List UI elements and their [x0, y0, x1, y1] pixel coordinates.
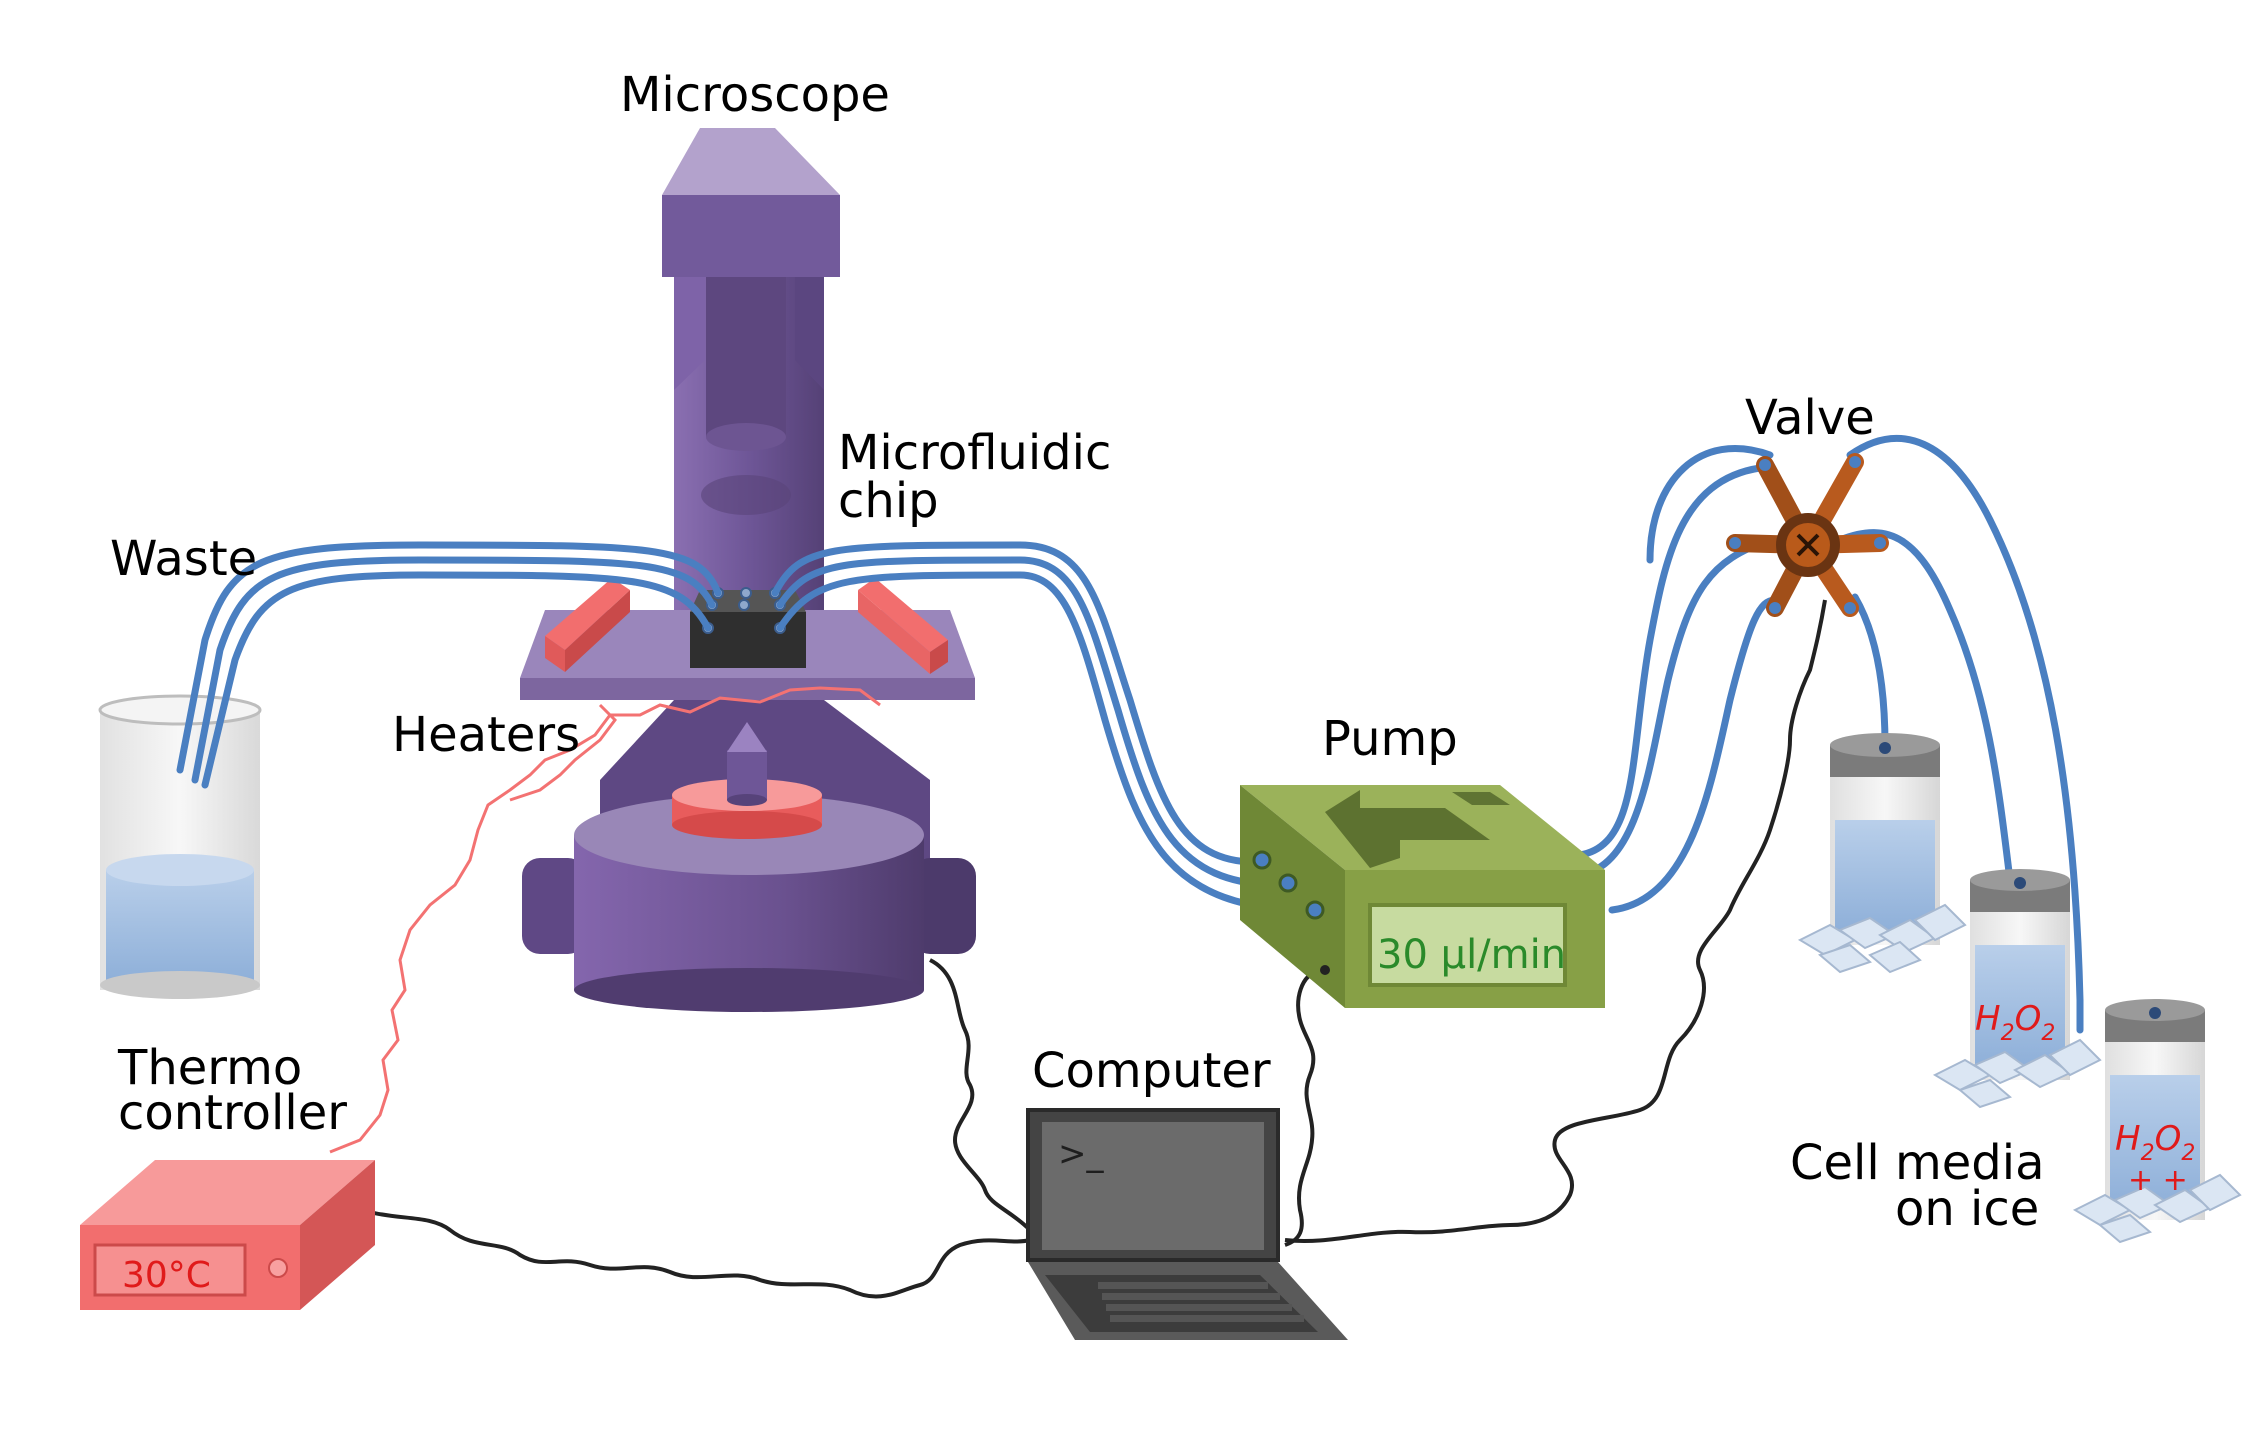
- label-pump: Pump: [1322, 711, 1458, 767]
- tubing: [176, 435, 2084, 1034]
- valve: [1726, 453, 1889, 617]
- data-wires: [369, 599, 1827, 1299]
- label-microscope: Microscope: [620, 67, 890, 123]
- label-waste: Waste: [110, 531, 258, 587]
- label-thermo-line2: controller: [118, 1085, 347, 1141]
- thermo-wires: [329, 686, 881, 1154]
- terminal-prompt: >_: [1058, 1134, 1104, 1174]
- vial-2: [1932, 869, 2102, 1109]
- vial-2-formula: H2O2: [1975, 999, 2055, 1046]
- thermo-controller: [80, 1160, 375, 1310]
- label-chip-line1: Microfluidic: [838, 425, 1112, 481]
- thermo-temp-display: 30°C: [122, 1255, 211, 1296]
- label-chip-line2: chip: [838, 473, 939, 529]
- label-valve: Valve: [1745, 390, 1875, 446]
- vial-3-extra: + +: [2128, 1163, 2188, 1198]
- pump-rate-display: 30 µl/min: [1377, 932, 1566, 978]
- heaters: [545, 578, 948, 674]
- vial-1: [1797, 733, 1967, 974]
- label-thermo-line1: Thermo: [118, 1040, 303, 1096]
- vial-3: [2072, 999, 2242, 1244]
- label-heaters: Heaters: [392, 707, 581, 763]
- ice-cubes: [1797, 903, 1967, 974]
- vial-3-formula: H2O2: [2115, 1119, 2195, 1166]
- label-media-line1: Cell media: [1790, 1135, 2045, 1191]
- label-media-line2: on ice: [1895, 1181, 2040, 1237]
- waste-beaker: [98, 694, 262, 999]
- label-computer: Computer: [1032, 1043, 1271, 1099]
- pump: [1240, 785, 1605, 1008]
- microscope: [520, 128, 976, 1012]
- laptop: [1026, 1108, 1348, 1340]
